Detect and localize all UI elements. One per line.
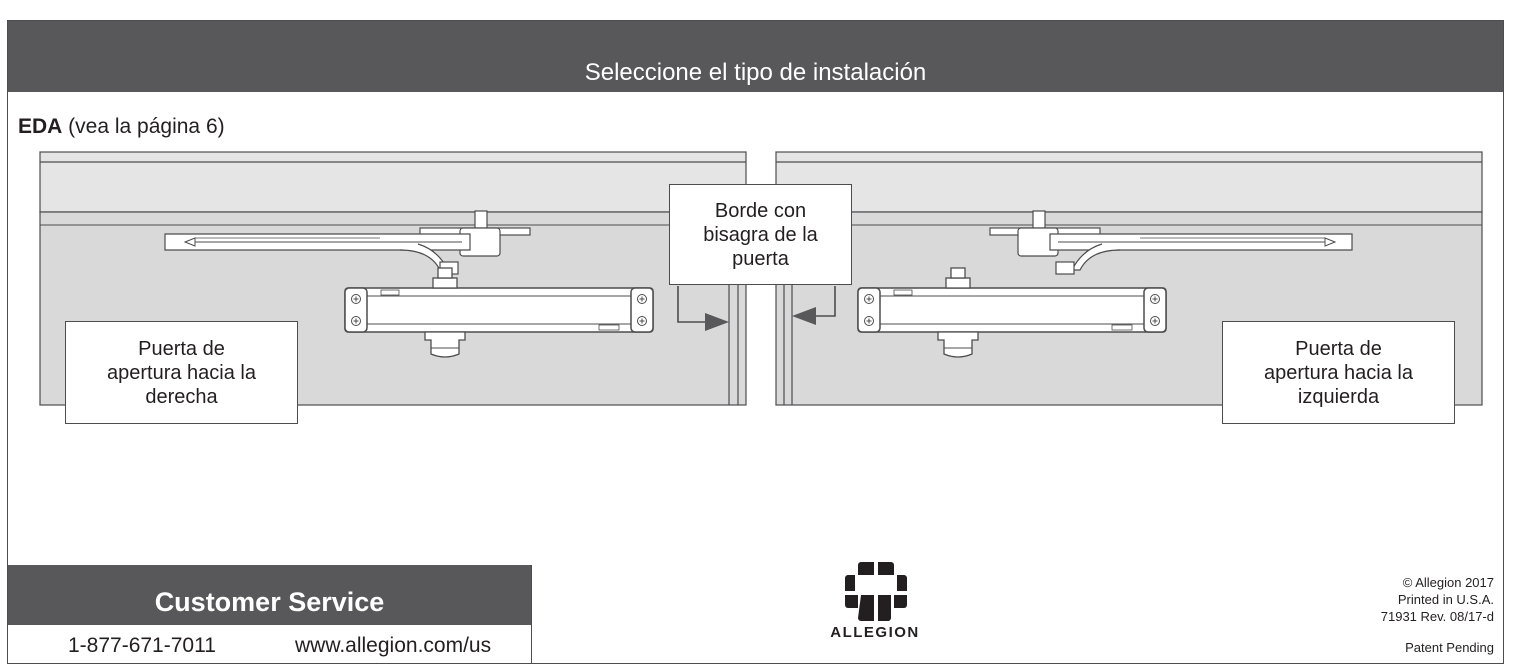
copyright-text: © Allegion 2017 bbox=[1402, 575, 1494, 590]
printed-in-text: Printed in U.S.A. bbox=[1397, 592, 1494, 607]
customer-service-phone: 1-877-671-7011 bbox=[68, 634, 216, 657]
allegion-logo-icon bbox=[845, 562, 907, 621]
right-hand-door-label: Puerta de apertura hacia la derecha bbox=[107, 337, 256, 408]
header-bar: Seleccione el tipo de instalación bbox=[8, 21, 1503, 92]
hinge-edge-label: Borde con bisagra de la puerta bbox=[703, 199, 818, 270]
allegion-logo: ALLEGION bbox=[820, 560, 930, 660]
customer-service-header: Customer Service bbox=[8, 565, 531, 625]
right-hand-door-diagram bbox=[39, 151, 747, 406]
section-title: EDA (vea la página 6) bbox=[18, 114, 225, 140]
section-title-rest: (vea la página 6) bbox=[62, 115, 225, 138]
left-hand-door-callout: Puerta de apertura hacia la izquierda bbox=[1222, 321, 1455, 424]
hinge-edge-callout: Borde con bisagra de la puerta bbox=[669, 184, 852, 285]
section-title-bold: EDA bbox=[18, 115, 63, 138]
left-hand-door-label: Puerta de apertura hacia la izquierda bbox=[1264, 337, 1413, 408]
right-hand-door-callout: Puerta de apertura hacia la derecha bbox=[65, 321, 298, 424]
customer-service-title: Customer Service bbox=[154, 587, 385, 617]
patent-pending-text: Patent Pending bbox=[1405, 640, 1494, 655]
page-frame bbox=[7, 20, 1504, 664]
allegion-wordmark: ALLEGION bbox=[830, 624, 920, 641]
customer-service-box: Customer Service 1-877-671-7011 www.alle… bbox=[8, 565, 532, 664]
revision-text: 71931 Rev. 08/17-d bbox=[1380, 609, 1494, 624]
page-title: Seleccione el tipo de instalación bbox=[584, 59, 927, 86]
customer-service-website[interactable]: www.allegion.com/us bbox=[295, 634, 492, 657]
